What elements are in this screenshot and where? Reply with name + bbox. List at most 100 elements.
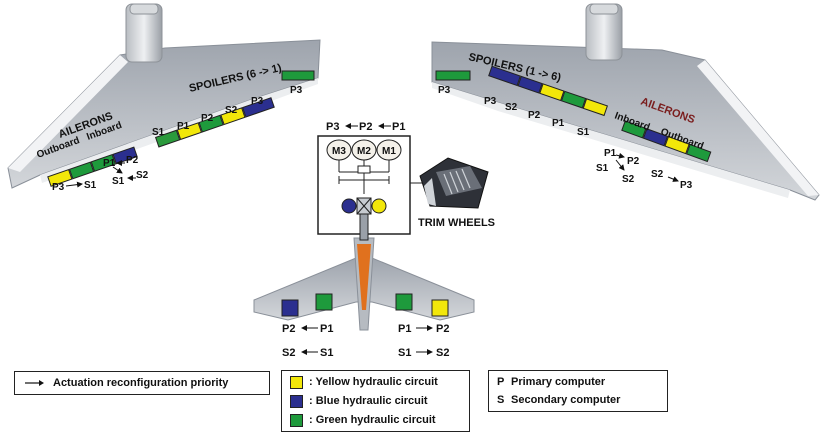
left-spoiler-label: S1: [152, 127, 165, 138]
priority-arrow: [615, 159, 625, 171]
motor-m2-label: M2: [357, 146, 371, 157]
legend-green-row: : Green hydraulic circuit: [290, 412, 436, 428]
legend-green-label: : Green hydraulic circuit: [309, 414, 436, 426]
left-elevator-blue: [281, 299, 299, 317]
right-spoiler-label: P3: [438, 85, 451, 96]
left-wing-body: [7, 39, 321, 189]
right-elevator-top-b: P2: [436, 323, 449, 335]
right-spoiler-s1: [582, 98, 608, 117]
right-spoiler-outer: [435, 70, 471, 81]
tail-fin: [357, 244, 371, 310]
right-elevator-priority: P1 P2 S1 S2: [398, 323, 449, 359]
left-elevator-top-b: P1: [320, 323, 333, 335]
trim-wheels-label: TRIM WHEELS: [418, 217, 495, 229]
right-spoiler-s2: [517, 75, 543, 94]
legend-primary-row: P Primary computer: [497, 374, 605, 390]
left-wing: SPOILERS (6 -> 1) AILERONS Outboard Inbo…: [7, 3, 321, 193]
left-spoiler-label: P2: [201, 113, 214, 124]
tail-section: P2 P1 S2 S1 P1 P2 S1 S2: [253, 237, 475, 359]
trim-blue-actuator: [341, 198, 357, 214]
motor-priority-p3: P3: [326, 121, 339, 133]
legend-blue-label: : Blue hydraulic circuit: [309, 395, 428, 407]
left-spoiler-p3: [241, 97, 275, 118]
primary-letter: P: [497, 376, 505, 388]
legend-yellow-label: : Yellow hydraulic circuit: [309, 376, 438, 388]
right-spoiler-labels: P3 P3 S2 P2 P1 S1: [438, 85, 590, 138]
priority-arrow: [615, 152, 625, 159]
right-aileron-inboard-green: [621, 120, 647, 139]
right-inboard-bottom-from: S1: [596, 163, 609, 174]
left-aileron-outboard-yellow: [47, 168, 73, 187]
right-aileron-outboard-yellow: [664, 136, 690, 155]
right-elevator-top-a: P1: [398, 323, 411, 335]
left-spoiler-label: P3: [251, 96, 264, 107]
right-aileron-inboard-blue: [642, 128, 669, 147]
right-inboard-top-from: P1: [604, 148, 617, 159]
right-spoiler-p1: [560, 90, 587, 109]
right-aileron-priority: P1 P2 S1 S2 S2 P3: [596, 148, 693, 191]
right-spoiler-p2: [539, 83, 565, 102]
right-elevator-bottom-a: S1: [398, 347, 411, 359]
priority-arrow: [65, 181, 83, 188]
legend-blue-row: : Blue hydraulic circuit: [290, 393, 428, 409]
motor-m1-label: M1: [382, 146, 396, 157]
left-spoiler-label: P1: [177, 121, 190, 132]
left-spoiler-labels: S1 P1 P2 S2 P3 P3: [152, 85, 303, 138]
legend-priority-row: Actuation reconfiguration priority: [23, 375, 228, 391]
left-outboard-priority-to: S1: [84, 180, 97, 191]
trim-wheels-icon: [419, 157, 489, 209]
legend-primary-label: Primary computer: [511, 376, 606, 388]
legend-secondary-row: S Secondary computer: [497, 392, 620, 408]
legend-hydraulic-box: : Yellow hydraulic circuit : Blue hydrau…: [281, 370, 470, 432]
motor-priority: P3 P2 P1: [326, 121, 405, 133]
left-elevator-bottom-b: S1: [320, 347, 333, 359]
right-spoiler-label: S2: [505, 102, 518, 113]
left-spoiler-p2: [198, 114, 224, 133]
left-engine: [125, 3, 163, 63]
left-aileron-inboard-green: [90, 153, 116, 172]
gear-linkage: [338, 160, 430, 194]
legend-secondary-label: Secondary computer: [511, 394, 621, 406]
secondary-letter: S: [497, 394, 505, 406]
right-wing-leading-edge: [697, 60, 819, 196]
legend-computer-box: P Primary computer S Secondary computer: [488, 370, 668, 412]
right-aileron-outboard-green: [686, 143, 712, 163]
left-aileron-priority: P3 S1 P1 P2 S1 S2: [52, 155, 149, 193]
right-elevator-bottom-b: S2: [436, 347, 449, 359]
pitch-trim-system: P3 P2 P1 M3 M2 M1: [317, 121, 495, 241]
left-inboard-bottom-to: S2: [136, 170, 149, 181]
left-wing-leading-edge: [8, 55, 128, 172]
left-spoiler-label: P3: [290, 85, 303, 96]
left-aileron-inboard-blue: [112, 146, 138, 165]
motor-priority-p2: P2: [359, 121, 372, 133]
yellow-swatch: [290, 375, 303, 389]
left-spoiler-p1: [176, 122, 203, 141]
left-elevator-top-a: P2: [282, 323, 295, 335]
blue-swatch: [290, 394, 303, 408]
left-spoiler-s2: [220, 107, 246, 126]
motor-m3-label: M3: [332, 146, 346, 157]
green-swatch: [290, 413, 303, 427]
left-aileron-outboard-green: [68, 161, 95, 180]
trim-shaft: [359, 213, 369, 241]
right-spoiler-p3: [488, 65, 521, 87]
right-outboard-priority-from: S2: [651, 169, 664, 180]
left-elevator-priority: P2 P1 S2 S1: [282, 323, 333, 359]
priority-arrow: [667, 176, 679, 182]
right-wing-trailing-edge: [432, 82, 790, 198]
left-inboard-top-to: P2: [126, 155, 139, 166]
left-inboard-top-from: P1: [103, 158, 116, 169]
arrow-icon: [25, 380, 44, 386]
motors: M3 M2 M1: [326, 139, 402, 161]
left-outboard-priority-from: P3: [52, 182, 65, 193]
left-spoiler-label: S2: [225, 105, 238, 116]
legend-yellow-row: : Yellow hydraulic circuit: [290, 374, 438, 390]
motor-priority-p1: P1: [392, 121, 405, 133]
left-elevator-bottom-a: S2: [282, 347, 295, 359]
left-spoiler-s1: [154, 129, 181, 148]
right-elevator-yellow: [431, 299, 449, 317]
right-inboard-bottom-to: S2: [622, 174, 635, 185]
right-engine: [585, 3, 623, 61]
priority-arrow: [112, 166, 123, 174]
